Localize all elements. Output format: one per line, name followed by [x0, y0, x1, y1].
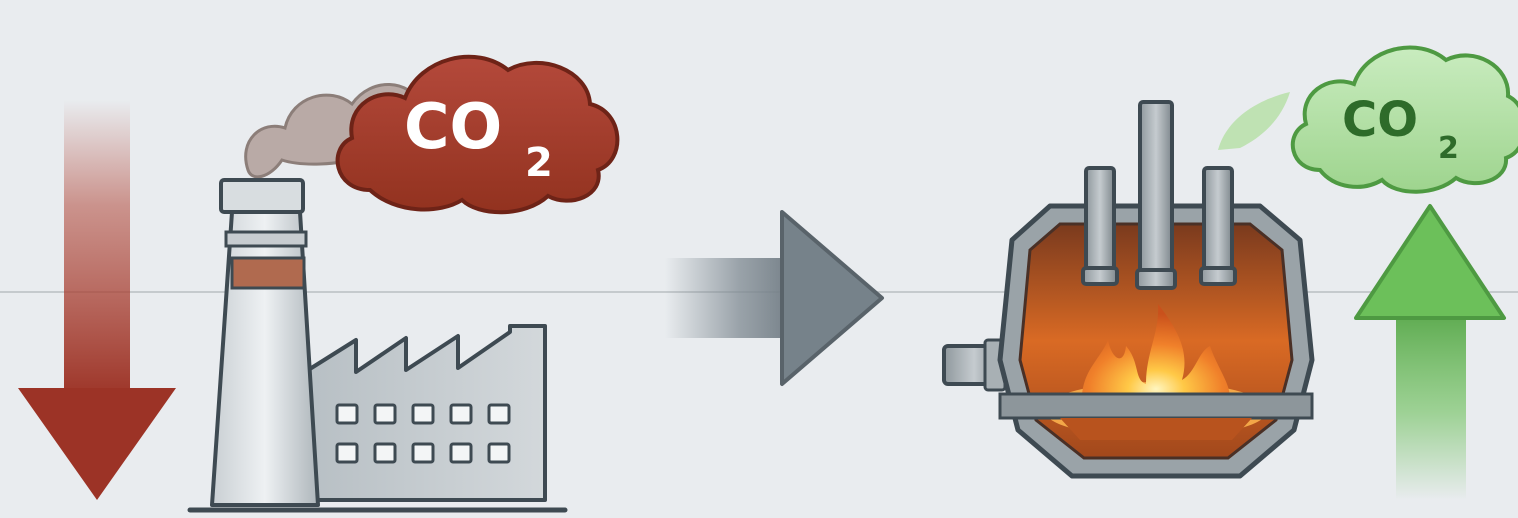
co2-cloud-icon-green: CO 2 — [1290, 45, 1518, 194]
factory-windows — [335, 403, 511, 464]
co2-subscript-left: 2 — [525, 140, 553, 186]
co2-cloud-icon: CO 2 — [335, 54, 620, 215]
green-smoke-icon — [1218, 92, 1290, 150]
electric-arc-furnace-icon — [942, 100, 1315, 479]
down-arrow-icon — [18, 100, 176, 500]
factory-icon — [187, 178, 568, 513]
electrodes — [1081, 100, 1237, 290]
up-arrow-icon — [1354, 204, 1506, 500]
process-arrow-icon — [665, 210, 884, 386]
co2-label-left: CO — [404, 90, 502, 163]
co2-subscript-right: 2 — [1438, 131, 1459, 166]
co2-label-right: CO — [1342, 92, 1418, 148]
